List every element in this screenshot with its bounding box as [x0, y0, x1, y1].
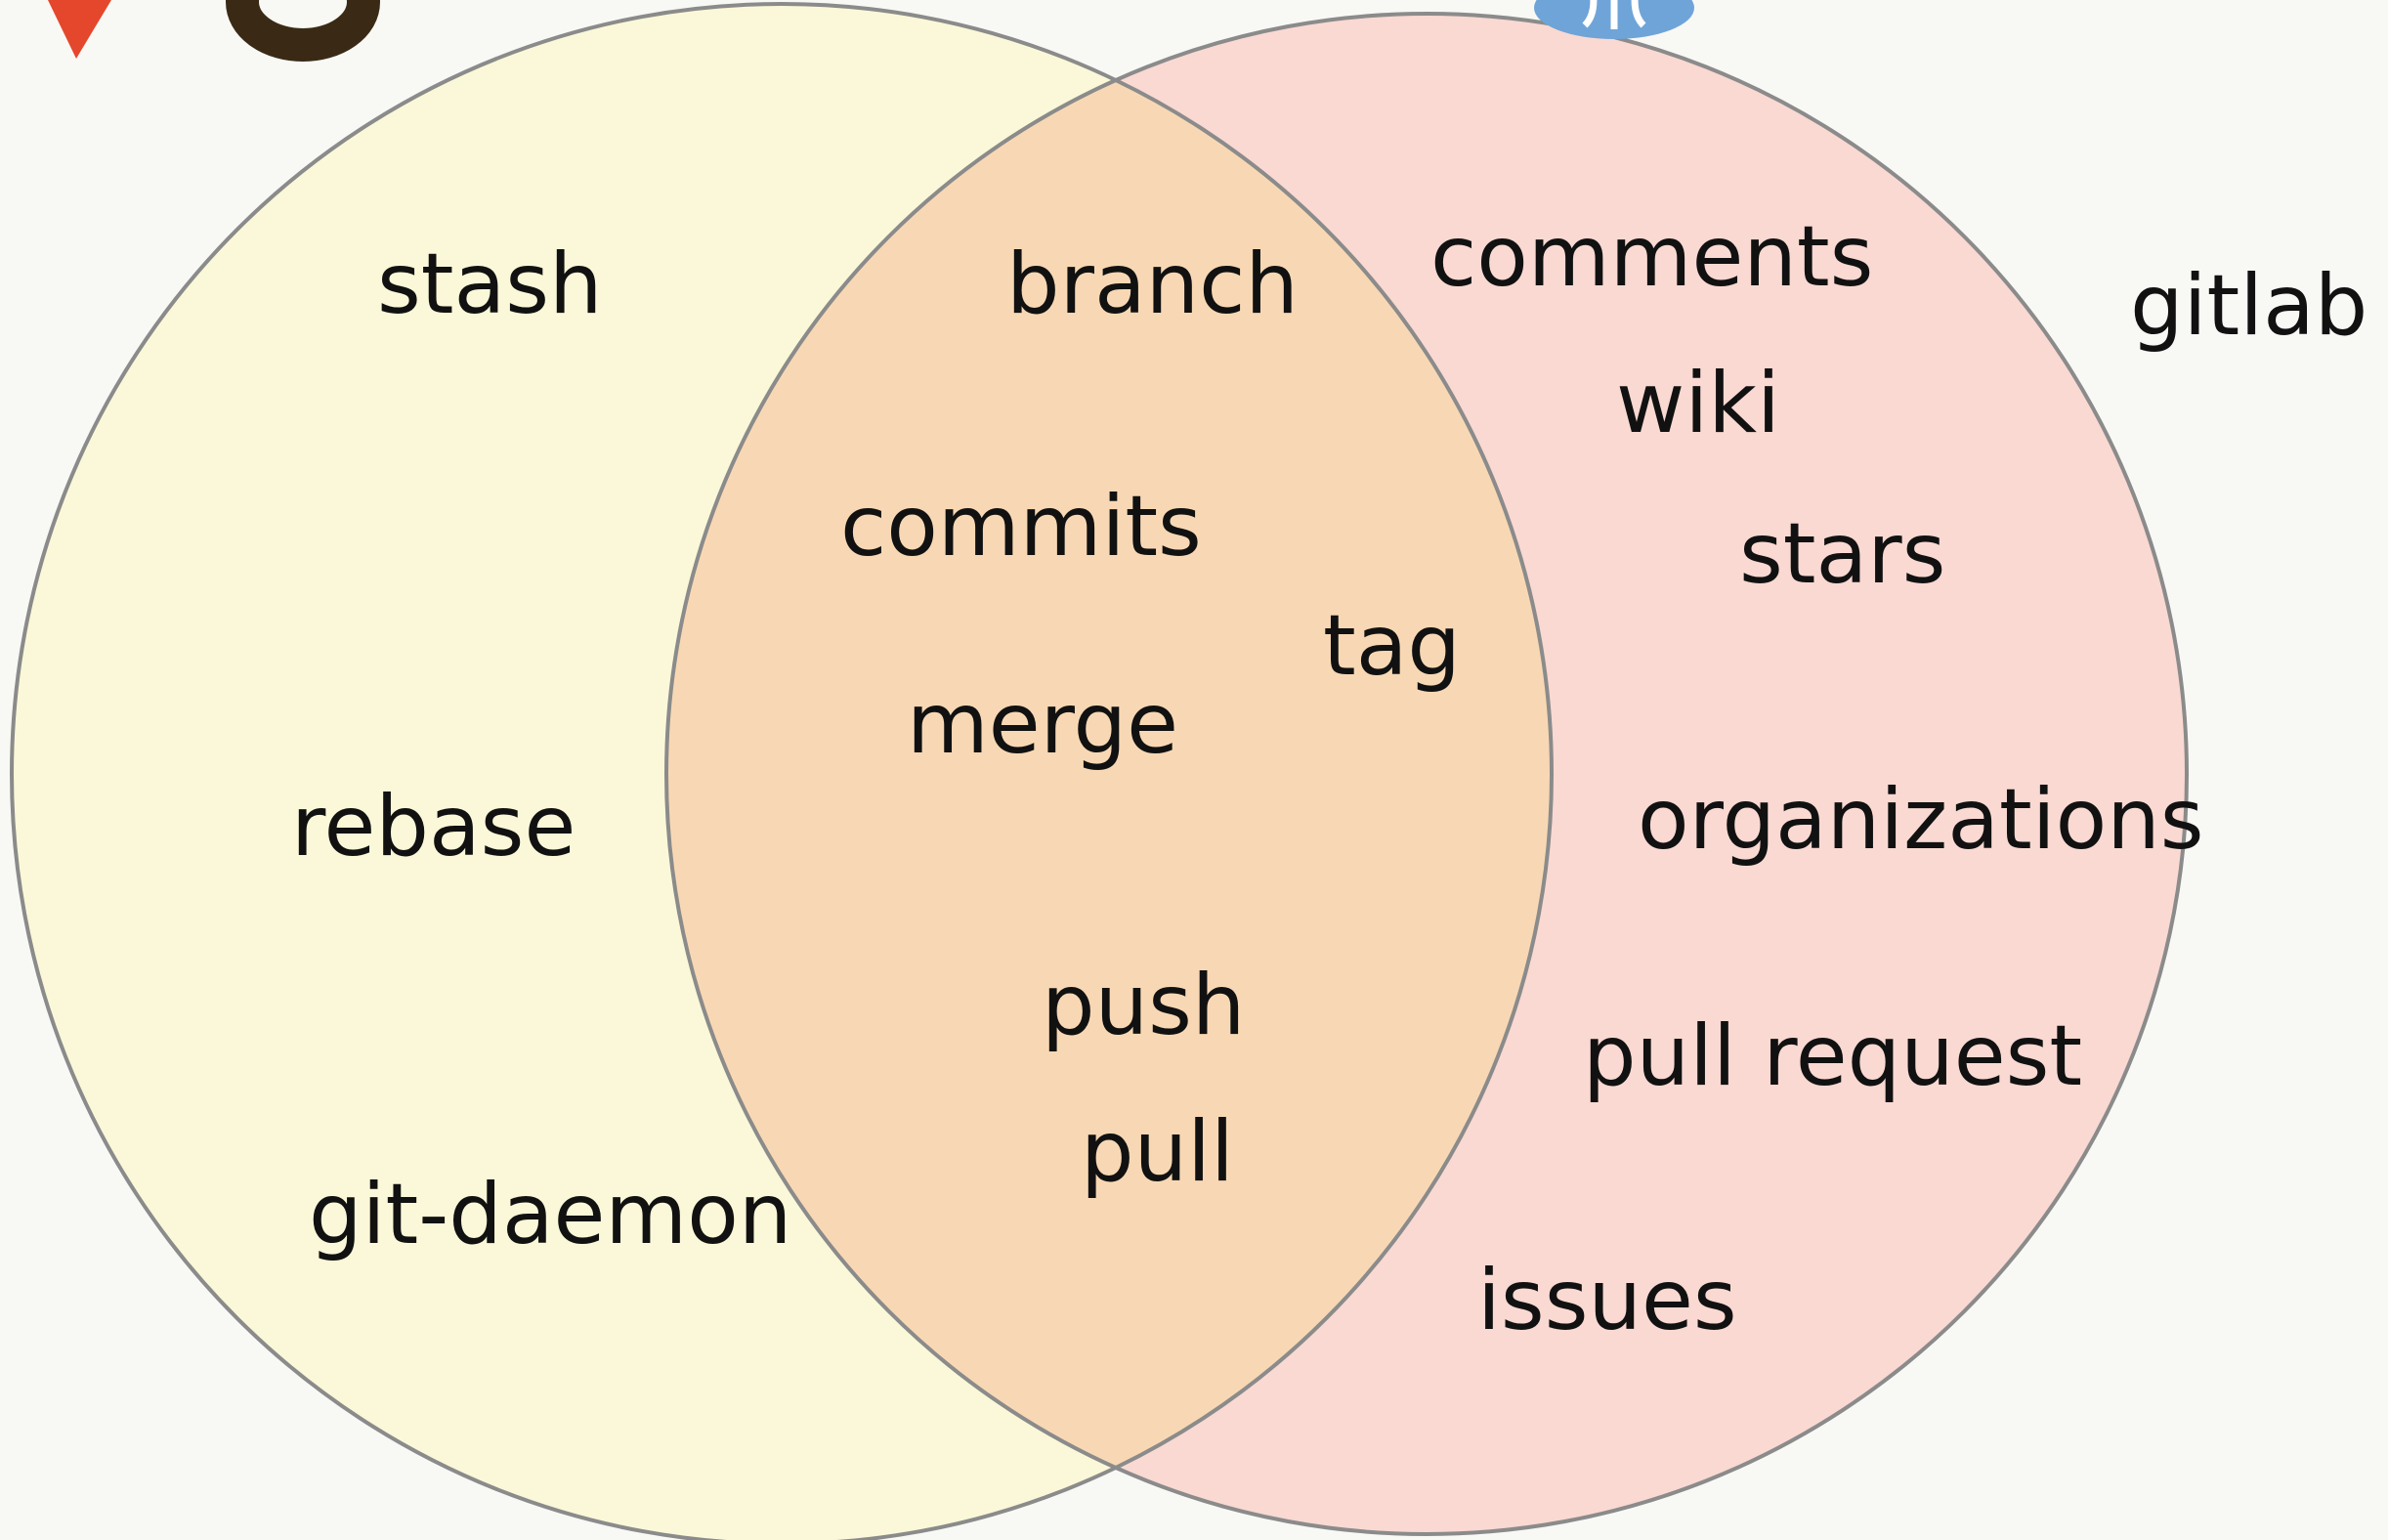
- octocat-icon: [1534, 0, 1694, 39]
- overlap-region: [666, 14, 1552, 1534]
- term-pull: pull: [1081, 1103, 1234, 1201]
- right-circle-outline: [664, 12, 2189, 1536]
- term-pull-request: pull request: [1583, 1007, 2082, 1105]
- term-tag: tag: [1323, 597, 1461, 695]
- term-stars: stars: [1739, 505, 1945, 603]
- term-rebase: rebase: [291, 778, 576, 876]
- term-gitlab: gitlab: [2130, 257, 2367, 355]
- term-issues: issues: [1477, 1252, 1737, 1349]
- term-push: push: [1042, 957, 1245, 1054]
- left-circle-outline: [10, 2, 1554, 1540]
- term-comments: comments: [1430, 208, 1873, 306]
- git-logo-icon: [48, 0, 380, 62]
- term-merge: merge: [907, 675, 1178, 773]
- git-letter-g-icon: [226, 0, 380, 62]
- term-organizations: organizations: [1638, 771, 2204, 869]
- term-commits: commits: [840, 478, 1202, 576]
- term-stash: stash: [377, 235, 603, 333]
- term-wiki: wiki: [1616, 355, 1780, 452]
- term-branch: branch: [1006, 235, 1299, 333]
- term-git-daemon: git-daemon: [309, 1166, 791, 1263]
